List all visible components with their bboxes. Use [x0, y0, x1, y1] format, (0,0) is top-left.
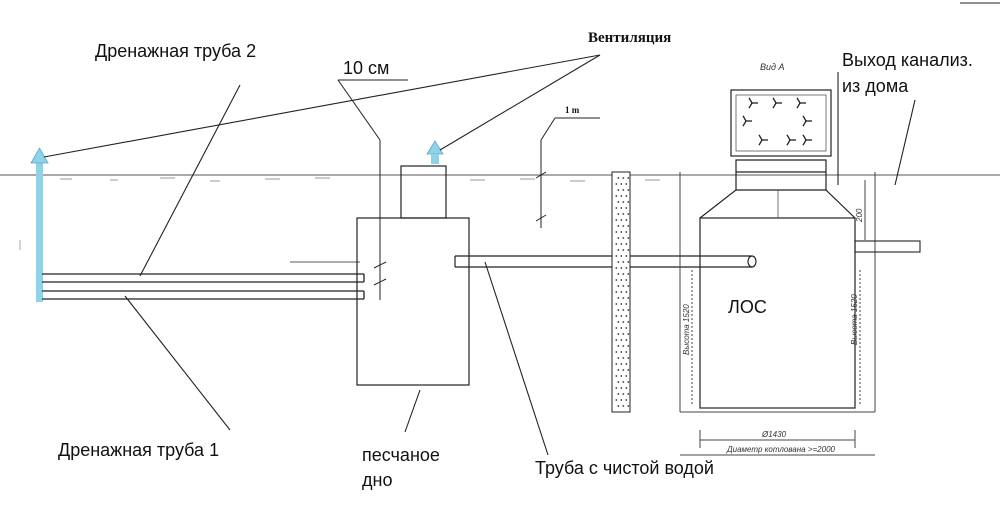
one-m-label: 1 m — [565, 105, 580, 115]
clean-water-pipe — [454, 255, 757, 268]
ventilation-label: Вентиляция — [588, 30, 671, 46]
ground-hatching — [60, 177, 660, 182]
diameter-dim: Ø1430 — [761, 430, 787, 439]
sand-bottom-label-2: дно — [362, 470, 392, 490]
vent-arrow-well — [426, 140, 444, 155]
sewer-exit-label-2: из дома — [842, 76, 909, 96]
gravel-dots — [615, 177, 630, 407]
los-label: ЛОС — [728, 297, 767, 317]
drain-pipe-1-label: Дренажная труба 1 — [58, 440, 219, 460]
depth-200-dim: 200 — [855, 208, 864, 223]
vent-fans — [742, 97, 812, 146]
ten-cm-label: 10 см — [343, 58, 389, 78]
drain-pipe-2-label: Дренажная труба 2 — [95, 41, 256, 61]
vent-arrow-left — [30, 147, 49, 164]
drain-pipes — [42, 261, 365, 300]
leader-lines — [43, 54, 916, 456]
filtration-well — [356, 217, 470, 386]
sewer-inlet-pipe — [854, 240, 921, 253]
pit-diameter-dim: Диаметр котлована >=2000 — [726, 445, 836, 454]
sand-bottom-label-1: песчаное — [362, 445, 440, 465]
vent-riser-left — [36, 162, 43, 302]
view-a-label: Вид А — [760, 62, 785, 72]
well-vent-cap — [400, 165, 447, 219]
height-right-dim: Высота 1520 — [850, 294, 859, 345]
dim-1m — [535, 117, 600, 228]
septic-tank — [699, 89, 856, 409]
sewer-exit-label-1: Выход канализ. — [842, 50, 973, 70]
clean-water-pipe-label: Труба с чистой водой — [535, 458, 714, 478]
height-left-dim: Высота 1520 — [682, 304, 691, 355]
dim-10cm — [337, 79, 408, 300]
excavation — [679, 172, 876, 456]
